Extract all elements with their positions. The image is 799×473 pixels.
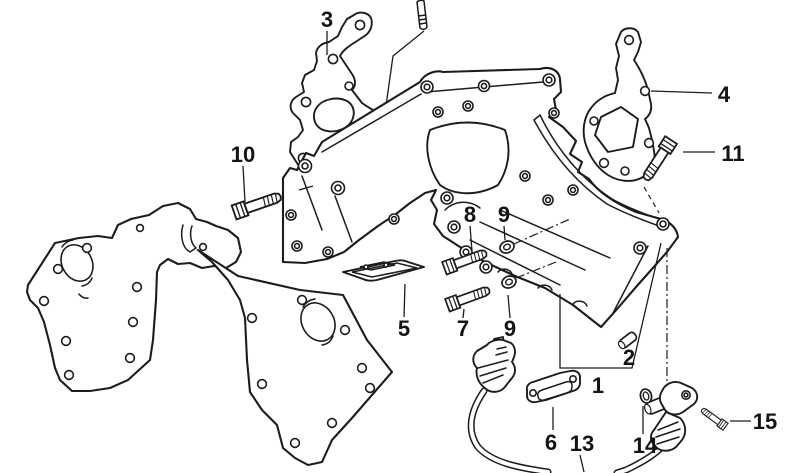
callout-6[interactable]: 6	[545, 430, 557, 455]
washer-9-upper	[497, 218, 571, 256]
callout-4[interactable]: 4	[718, 82, 731, 107]
plate-a-bolt-holes	[38, 223, 208, 381]
lower-timing-case-plate-left	[25, 201, 243, 393]
shim-gasket-5	[342, 259, 425, 282]
bolt-7	[444, 282, 493, 313]
pulse-sensor-connector-13	[467, 336, 552, 473]
callout-leader-9-upper	[503, 225, 506, 241]
dowel-pin-2	[617, 331, 638, 350]
callout-leader-7	[462, 308, 465, 319]
callout-leader-4	[650, 90, 713, 94]
callout-leader-10	[242, 165, 246, 203]
sensor-cover-gasket-6	[525, 369, 581, 404]
callout-leader-5	[403, 283, 406, 318]
callout-2[interactable]: 2	[623, 345, 635, 370]
lower-timing-case-plate-right	[196, 248, 394, 467]
bolt-10	[230, 185, 314, 221]
callout-14[interactable]: 14	[633, 433, 658, 458]
washer-9-lower	[499, 261, 557, 291]
bolt-15	[698, 405, 729, 431]
position-sensor-14	[613, 248, 699, 473]
callout-leader-13	[579, 454, 585, 473]
o-ring-14	[639, 388, 653, 404]
cover-bolt-bosses	[285, 73, 670, 274]
callout-11[interactable]: 11	[721, 141, 744, 166]
callout-leader-8	[469, 225, 473, 252]
callout-1[interactable]: 1	[592, 373, 604, 398]
callout-9-upper[interactable]: 9	[498, 202, 510, 227]
callout-8[interactable]: 8	[464, 202, 476, 227]
upper-cover-gasket-right	[582, 27, 656, 182]
callout-10[interactable]: 10	[231, 142, 255, 167]
callout-13[interactable]: 13	[570, 431, 594, 456]
callout-5[interactable]: 5	[398, 316, 410, 341]
callout-leader-9-lower	[507, 294, 511, 319]
callout-7[interactable]: 7	[457, 316, 469, 341]
callout-3[interactable]: 3	[321, 7, 333, 32]
callout-15[interactable]: 15	[753, 409, 777, 434]
callout-9-lower[interactable]: 9	[504, 316, 516, 341]
callout-leader-1	[559, 242, 662, 369]
callouts: 3 4 10 11 8 9 5 7 9 2 1 6 13 14 15	[231, 7, 777, 473]
timing-case-cover-assembly	[281, 66, 680, 329]
plate-b-bolt-holes	[246, 294, 376, 449]
